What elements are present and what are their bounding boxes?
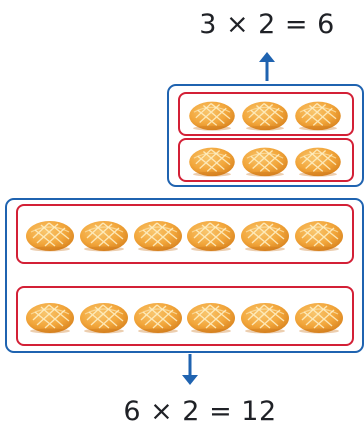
bread-bun-icon xyxy=(294,292,344,340)
group-bottom xyxy=(5,198,364,353)
bread-bun-icon xyxy=(133,292,183,340)
bread-bun-icon xyxy=(79,210,129,258)
bread-bun-icon xyxy=(186,292,236,340)
bread-bun-icon xyxy=(240,292,290,340)
bread-bun-icon xyxy=(293,95,343,133)
bread-row xyxy=(16,286,354,346)
bread-row xyxy=(178,138,354,182)
bread-bun-icon xyxy=(240,210,290,258)
bread-bun-icon xyxy=(240,95,290,133)
bread-row xyxy=(178,92,354,136)
bread-row xyxy=(16,204,354,264)
arrow-up-icon xyxy=(259,52,275,81)
bread-bun-icon xyxy=(294,210,344,258)
top-equation: 3 × 2 = 6 xyxy=(199,9,335,40)
bread-bun-icon xyxy=(187,95,237,133)
group-top xyxy=(167,84,364,187)
arrow-down-icon xyxy=(182,354,198,385)
bread-bun-icon xyxy=(133,210,183,258)
bottom-equation: 6 × 2 = 12 xyxy=(123,396,277,427)
bread-bun-icon xyxy=(293,141,343,179)
bread-bun-icon xyxy=(187,141,237,179)
bread-bun-icon xyxy=(240,141,290,179)
bread-bun-icon xyxy=(25,210,75,258)
bread-bun-icon xyxy=(25,292,75,340)
bread-bun-icon xyxy=(186,210,236,258)
bread-bun-icon xyxy=(79,292,129,340)
